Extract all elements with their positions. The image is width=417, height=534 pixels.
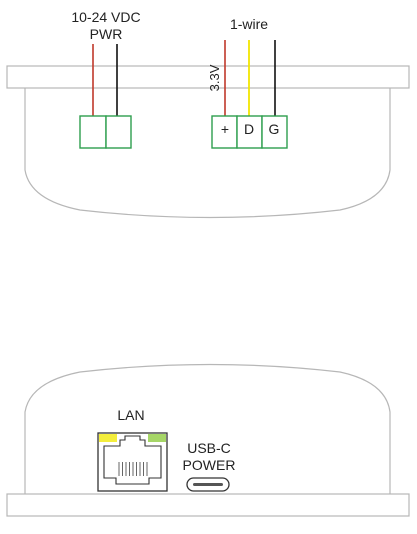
top-enclosure-lid (6, 65, 410, 89)
bottom-enclosure-base (6, 493, 410, 517)
usb-label-power: POWER (183, 457, 236, 473)
power-terminal-block (79, 115, 132, 149)
power-label-voltage: 10-24 VDC (71, 9, 140, 25)
lan-led-green (148, 434, 166, 442)
usb-c-port (186, 477, 230, 492)
terminal-ground-label: G (269, 121, 280, 137)
voltage-label-3v3: 3.3V (207, 64, 222, 91)
onewire-terminal-block (211, 115, 288, 149)
lan-led-yellow (99, 434, 117, 442)
lan-port (97, 432, 168, 492)
top-enclosure-body (24, 88, 391, 219)
bottom-view: LAN USB-C POWER (6, 363, 410, 517)
bottom-enclosure-body (24, 363, 391, 494)
terminal-plus-label: + (221, 121, 229, 137)
power-label-pwr: PWR (90, 26, 123, 42)
onewire-label: 1-wire (230, 16, 268, 32)
lan-label: LAN (117, 407, 144, 423)
top-view: 10-24 VDC PWR + D G 1-wire 3.3V (6, 9, 410, 219)
usb-label-type: USB-C (187, 440, 231, 456)
terminal-data-label: D (244, 121, 254, 137)
